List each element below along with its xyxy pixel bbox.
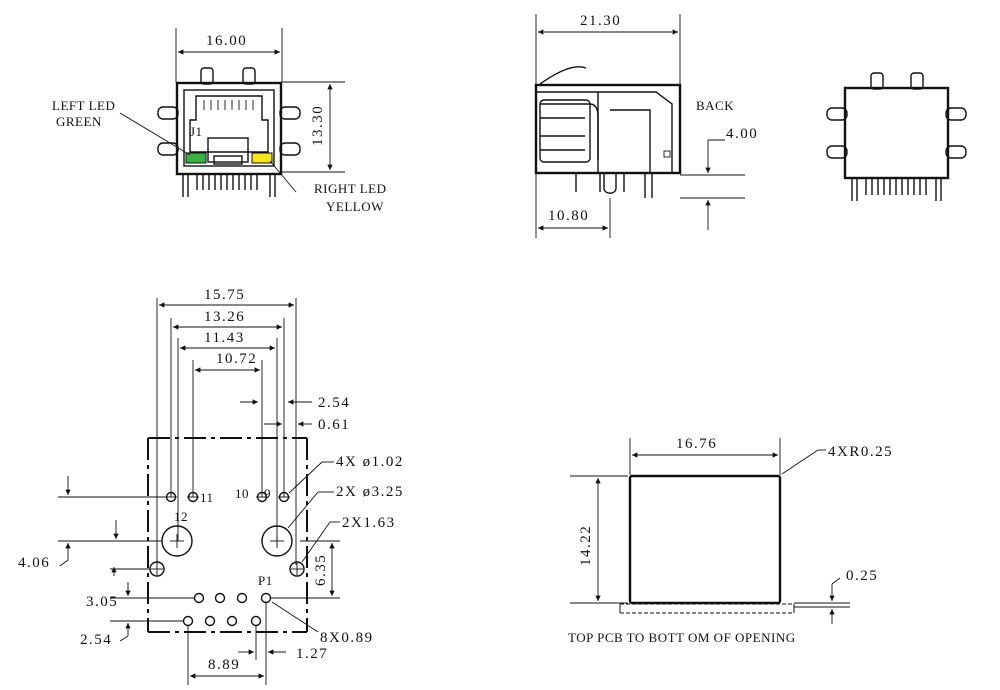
dim-15-75: 15.75 <box>204 287 245 303</box>
side-view: 21.30 10.80 BACK 4.00 <box>534 13 758 238</box>
right-led-icon <box>251 152 273 164</box>
dim-0-61: 0.61 <box>318 417 350 433</box>
dim-2-54: 2.54 <box>318 395 350 411</box>
cutout-caption: TOP PCB TO BOTT OM OF OPENING <box>568 630 796 645</box>
dim-2-54-left: 2.54 <box>80 632 112 648</box>
pin-10-label: 10 <box>235 486 249 501</box>
front-body <box>175 81 283 176</box>
side-length-label: 21.30 <box>580 13 621 29</box>
gap-label: 0.25 <box>846 568 878 584</box>
tab-note: 2X1.63 <box>342 515 396 531</box>
front-ref-label: J1 <box>190 124 203 139</box>
front-height-label: 13.30 <box>310 105 326 146</box>
pcb-footprint: 15.75 13.26 11.43 10.72 2.54 0.61 12 11 … <box>18 287 404 685</box>
right-led-color: YELLOW <box>326 199 384 214</box>
left-led-color: GREEN <box>56 114 102 129</box>
hole-note: 4X ø1.02 <box>336 454 404 470</box>
front-view: 16.00 13.30 J1 <box>52 28 387 214</box>
pin-1-label: P1 <box>258 573 273 588</box>
pin-note: 8X0.89 <box>320 630 374 646</box>
panel-cutout: 16.76 14.22 4XR0.25 0.25 TOP PCB TO BOTT… <box>568 436 893 645</box>
left-led-label: LEFT LED <box>52 98 115 113</box>
pin-11-label: 11 <box>200 490 214 505</box>
pin-12-label: 12 <box>174 509 188 524</box>
corner-radius-note: 4XR0.25 <box>828 444 893 460</box>
back-offset-label: 4.00 <box>726 126 758 142</box>
rear-body <box>843 86 950 180</box>
dim-13-26: 13.26 <box>204 309 245 325</box>
vertical-dim-6-35: 6.35 <box>313 554 329 586</box>
dim-10-72: 10.72 <box>216 351 257 367</box>
dim-4-06: 4.06 <box>18 555 50 571</box>
front-width-label: 16.00 <box>206 33 247 49</box>
rear-view <box>826 72 967 201</box>
tab-hole-right <box>289 561 305 577</box>
back-label: BACK <box>696 98 734 113</box>
dim-1-27: 1.27 <box>296 646 328 662</box>
dim-8-89: 8.89 <box>208 657 240 673</box>
dim-3-05: 3.05 <box>86 594 118 610</box>
cutout-height-label: 14.22 <box>578 525 594 566</box>
side-body <box>534 83 682 175</box>
cutout-width-label: 16.76 <box>676 436 717 452</box>
left-led-icon <box>185 152 207 164</box>
side-depth-label: 10.80 <box>548 208 589 224</box>
cutout-opening <box>628 474 782 605</box>
dim-11-43: 11.43 <box>204 330 245 346</box>
pin-9-label: 9 <box>264 486 271 501</box>
right-led-label: RIGHT LED <box>314 181 387 196</box>
mount-note: 2X ø3.25 <box>336 484 404 500</box>
mount-hole-right <box>261 525 293 557</box>
